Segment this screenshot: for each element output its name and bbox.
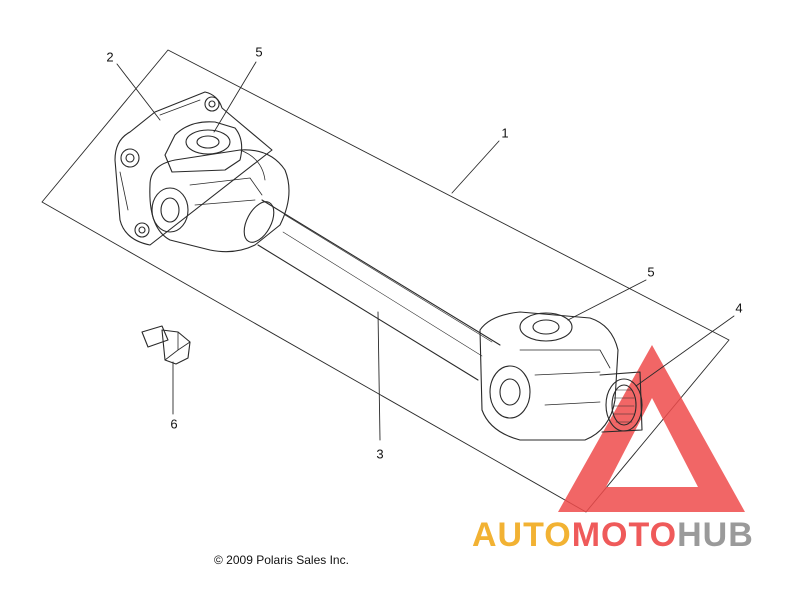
- callout-4: 4: [735, 300, 743, 316]
- callout-5-top: 5: [255, 44, 263, 60]
- watermark-part-1: AUTO: [472, 516, 572, 554]
- watermark-triangle: [558, 345, 745, 512]
- copyright-text: © 2009 Polaris Sales Inc.: [214, 553, 349, 567]
- watermark-part-3: HUB: [677, 516, 754, 554]
- right-u-joint: [479, 311, 619, 441]
- callout-2: 2: [106, 49, 114, 65]
- bolt: [141, 325, 191, 365]
- watermark-part-2: MOTO: [571, 516, 678, 554]
- left-flange: [114, 91, 273, 246]
- callout-6: 6: [170, 416, 178, 432]
- watermark-logo-text: AUTOMOTOHUB: [472, 516, 754, 555]
- leader-lines: [116, 61, 735, 441]
- shaft-tube: [243, 199, 501, 381]
- left-u-joint: [149, 121, 290, 253]
- callout-5-right: 5: [647, 264, 655, 280]
- callout-1: 1: [501, 125, 509, 141]
- callout-3: 3: [376, 446, 384, 462]
- splined-end: [599, 371, 643, 433]
